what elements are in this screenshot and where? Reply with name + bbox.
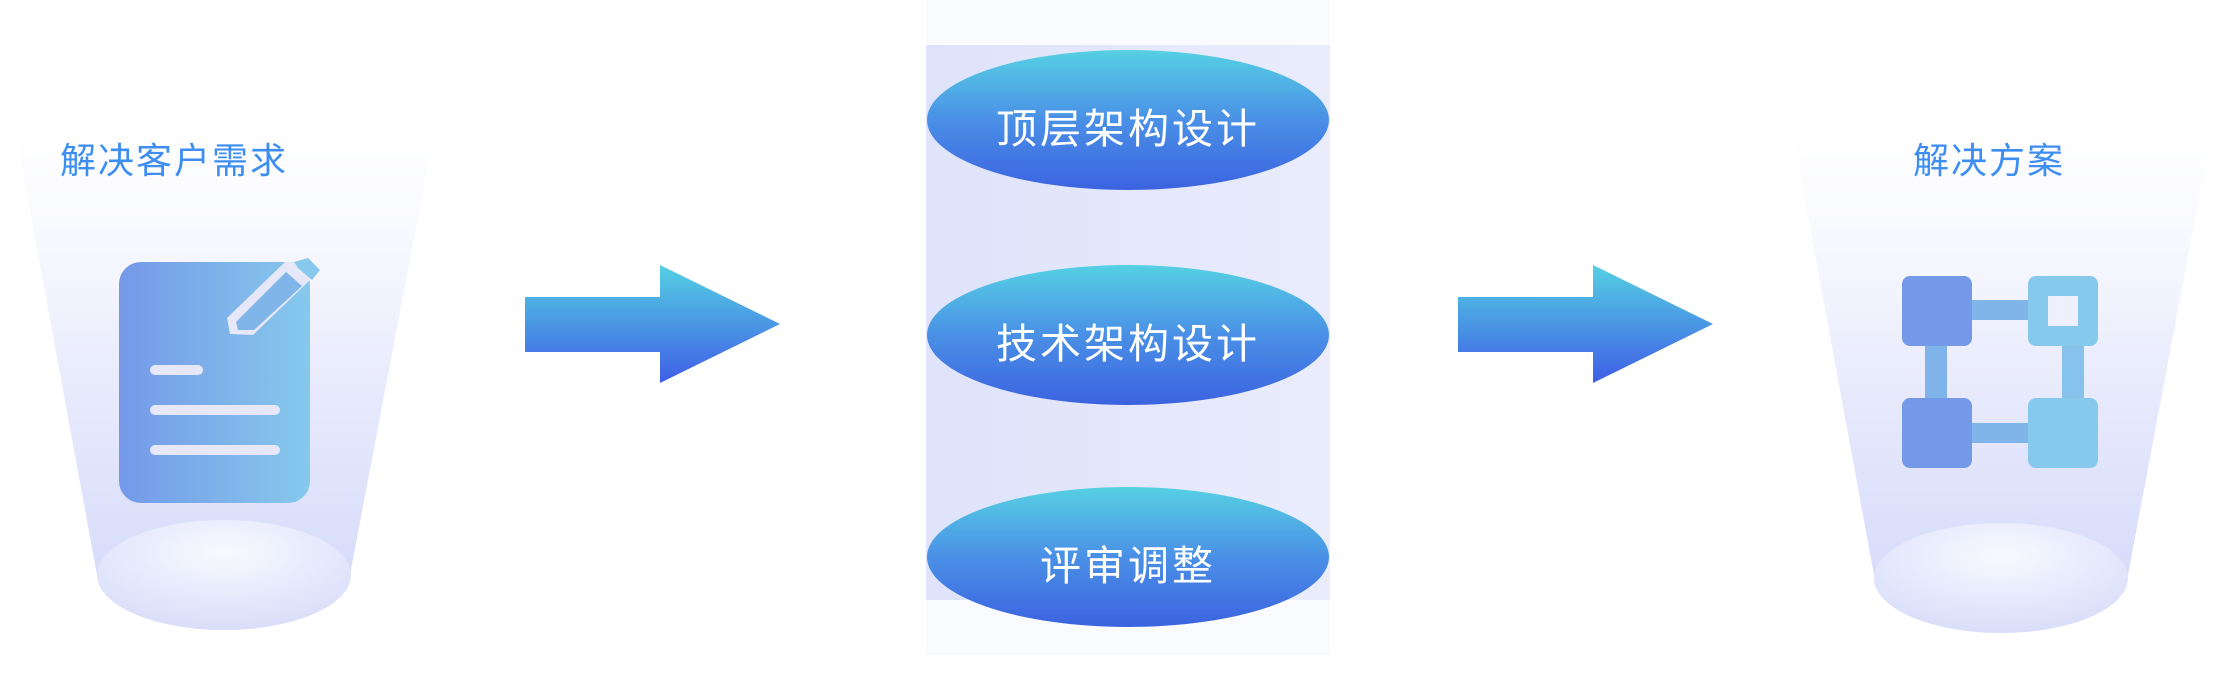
document-edit-icon — [119, 258, 320, 503]
left-panel-title: 解决客户需求 — [59, 141, 288, 182]
step-label: 顶层架构设计 — [996, 105, 1260, 153]
step-label: 评审调整 — [1040, 542, 1216, 590]
arrow-right-icon — [1458, 265, 1713, 383]
step-ellipse — [927, 487, 1329, 627]
right-cone — [1782, 75, 2222, 633]
nodes-diagram-icon — [1902, 276, 2098, 468]
step-ellipse — [927, 50, 1329, 190]
right-panel-title: 解决方案 — [1912, 141, 2065, 182]
step-ellipse — [927, 265, 1329, 405]
step-label: 技术架构设计 — [996, 320, 1260, 368]
arrow-right-icon — [525, 265, 780, 383]
